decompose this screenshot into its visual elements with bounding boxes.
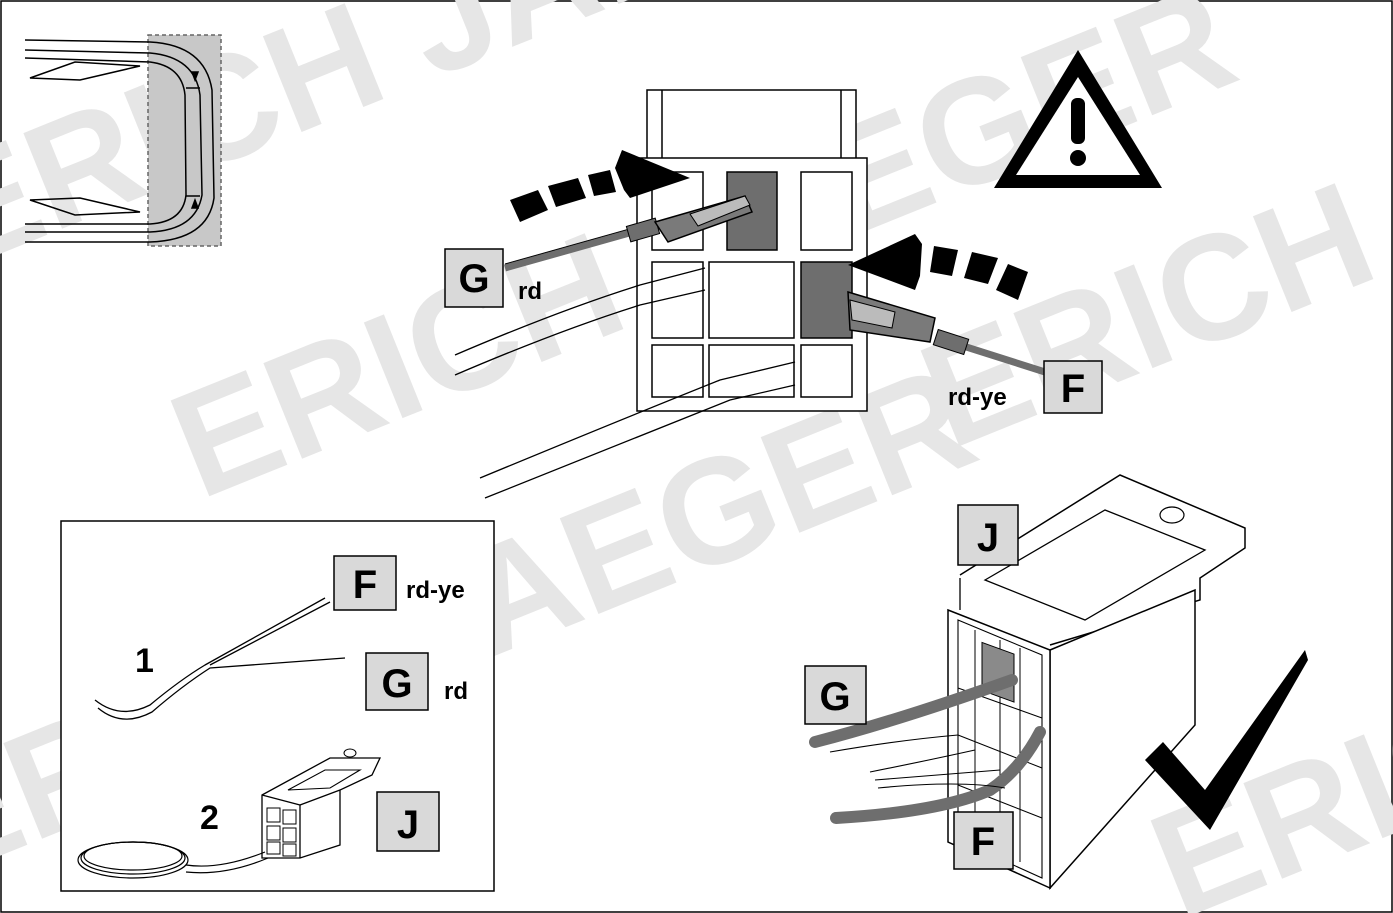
label-g-main: G bbox=[444, 248, 504, 308]
step-2-number: 2 bbox=[200, 799, 219, 837]
label-letter: G bbox=[458, 257, 489, 301]
label-letter: J bbox=[397, 803, 419, 847]
vehicle-highlight-area bbox=[147, 34, 222, 247]
vehicle-location-view bbox=[24, 34, 222, 247]
label-letter: G bbox=[381, 662, 412, 706]
label-j-inset: J bbox=[376, 791, 440, 852]
label-f-inset: F bbox=[333, 555, 397, 611]
label-f-result: F bbox=[953, 811, 1014, 870]
main-connector bbox=[454, 89, 868, 499]
step-1-number: 1 bbox=[135, 642, 154, 680]
label-g-result: G bbox=[804, 665, 867, 725]
label-letter: F bbox=[1061, 367, 1085, 411]
label-letter: J bbox=[977, 516, 999, 560]
color-code-rdye-inset: rd-ye bbox=[406, 577, 465, 604]
label-f-main: F bbox=[1043, 360, 1103, 414]
vehicle-outline bbox=[24, 39, 215, 243]
checkmark-icon bbox=[1145, 650, 1308, 830]
terminal-f bbox=[847, 290, 1047, 376]
label-j-result: J bbox=[957, 504, 1019, 566]
insert-arrow-g bbox=[510, 150, 690, 222]
assembled-wires bbox=[809, 674, 1046, 824]
label-letter: F bbox=[353, 563, 377, 607]
insert-arrow-f bbox=[848, 234, 1028, 300]
color-code-rdye-main: rd-ye bbox=[948, 384, 1007, 411]
terminal-g bbox=[504, 195, 754, 272]
warning-triangle-icon bbox=[994, 50, 1162, 188]
target-cavity-f bbox=[800, 261, 853, 339]
color-code-rd-main: rd bbox=[518, 278, 542, 305]
label-letter: F bbox=[971, 820, 995, 864]
connector-top-tab bbox=[646, 89, 857, 161]
label-letter: G bbox=[819, 675, 850, 719]
label-g-inset: G bbox=[365, 652, 429, 711]
color-code-rd-inset: rd bbox=[444, 678, 468, 705]
assembled-housing bbox=[947, 474, 1246, 890]
